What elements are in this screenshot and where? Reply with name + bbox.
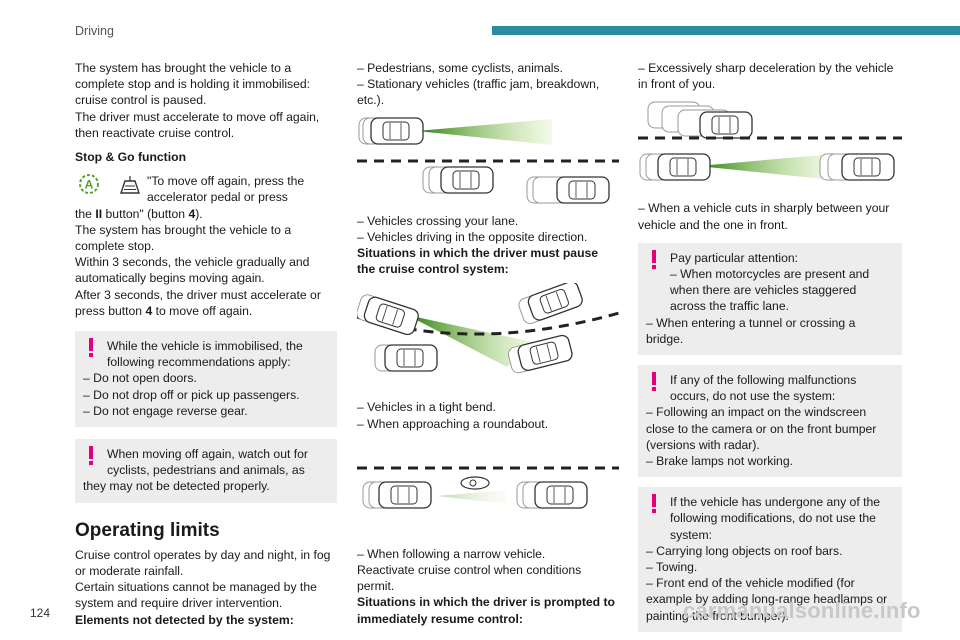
watermark: carmanualsonline.info <box>683 598 921 623</box>
accelerator-pedal-icon <box>120 176 140 194</box>
warning-box: If the vehicle has undergone any of the … <box>638 487 902 632</box>
list-item: – When motorcycles are present and when … <box>670 267 870 314</box>
warning-intro: Pay particular attention: <box>670 250 799 265</box>
motorcycle-icon <box>460 476 490 490</box>
list-item: – Pedestrians, some cyclists, animals. <box>357 61 563 75</box>
paragraph: The system has brought the vehicle to a … <box>75 61 311 108</box>
warning-box: If any of the following malfunctions occ… <box>638 365 902 478</box>
list-item: – Do not drop off or pick up passengers. <box>83 387 300 402</box>
paragraph: Within 3 seconds, the vehicle gradually … <box>75 255 310 286</box>
warning-intro: If the vehicle has undergone any of the … <box>670 495 881 542</box>
list-item: – Front end of the vehicle modified (for… <box>646 576 888 623</box>
list-item: – Excessively sharp deceleration by the … <box>638 61 894 92</box>
warning-box: When moving off again, watch out for cyc… <box>75 439 337 503</box>
illustration-narrow-vehicle <box>357 466 619 509</box>
stop-go-text: "To move off again, press the accelerato… <box>147 174 305 205</box>
paragraph: The driver must accelerate to move off a… <box>75 109 320 140</box>
paragraph: Certain situations cannot be managed by … <box>75 580 317 611</box>
auto-hold-a-icon: A <box>79 174 99 195</box>
paragraph: Cruise control operates by day and night… <box>75 547 331 579</box>
paragraph: Reactivate cruise control when condition… <box>357 563 582 594</box>
operating-limits-heading: Operating limits <box>75 519 220 541</box>
svg-text:A: A <box>85 178 94 192</box>
column-middle: – Pedestrians, some cyclists, animals. –… <box>357 60 619 627</box>
list-item: – Towing. <box>646 560 698 575</box>
list-item: – Do not open doors. <box>83 371 197 386</box>
list-item: – Vehicles driving in the opposite direc… <box>357 229 588 244</box>
list-item: – Do not engage reverse gear. <box>83 403 248 418</box>
warning-icon <box>651 494 657 514</box>
stop-go-text-cont: the II button" (button 4). <box>75 206 203 221</box>
paragraph: After 3 seconds, the driver must acceler… <box>75 287 321 318</box>
warning-icon <box>651 249 657 269</box>
list-item: – Vehicles crossing your lane. <box>357 213 519 228</box>
list-item: – Stationary vehicles (traffic jam, brea… <box>357 77 600 108</box>
list-item: – When approaching a roundabout. <box>357 416 549 431</box>
warning-intro: When moving off again, watch out for cyc… <box>107 447 308 478</box>
list-item: – Carrying long objects on roof bars. <box>646 543 843 558</box>
list-item: – When following a narrow vehicle. <box>357 546 546 561</box>
header-accent-bar <box>492 26 960 35</box>
stop-go-heading: Stop & Go function <box>75 150 187 165</box>
paragraph: The system has brought the vehicle to a … <box>75 222 292 254</box>
list-item: – Brake lamps not working. <box>646 454 793 469</box>
warning-box: Pay particular attention: – When motorcy… <box>638 242 902 356</box>
bold-subheading: Situations in which the driver is prompt… <box>357 595 615 626</box>
warning-intro: If any of the following malfunctions occ… <box>670 373 857 404</box>
warning-icon <box>88 446 94 466</box>
bold-subheading: Elements not detected by the system: <box>75 612 294 627</box>
warning-icon <box>88 338 94 358</box>
list-item: – Following an impact on the windscreen … <box>646 405 877 452</box>
column-left: The system has brought the vehicle to a … <box>75 60 337 628</box>
warning-text: they may not be detected properly. <box>83 479 270 494</box>
warning-intro: While the vehicle is immobilised, the fo… <box>107 339 303 370</box>
warning-box: While the vehicle is immobilised, the fo… <box>75 331 337 428</box>
illustration-tight-bend <box>357 283 619 376</box>
page-number: 124 <box>30 606 51 620</box>
illustration-stationary-vehicles <box>357 116 619 204</box>
column-right: – Excessively sharp deceleration by the … <box>638 60 902 632</box>
header-section-title: Driving <box>75 24 114 38</box>
list-item: – When entering a tunnel or crossing a b… <box>646 315 856 346</box>
stop-go-icons: A <box>75 173 147 203</box>
list-item: – When a vehicle cuts in sharply between… <box>638 201 890 232</box>
illustration-sharp-deceleration <box>638 101 902 182</box>
stop-go-row: A "To move off again, press the accelera… <box>75 173 337 205</box>
bold-subheading: Situations in which the driver must paus… <box>357 246 599 277</box>
list-item: – Vehicles in a tight bend. <box>357 400 496 415</box>
warning-icon <box>651 372 657 392</box>
